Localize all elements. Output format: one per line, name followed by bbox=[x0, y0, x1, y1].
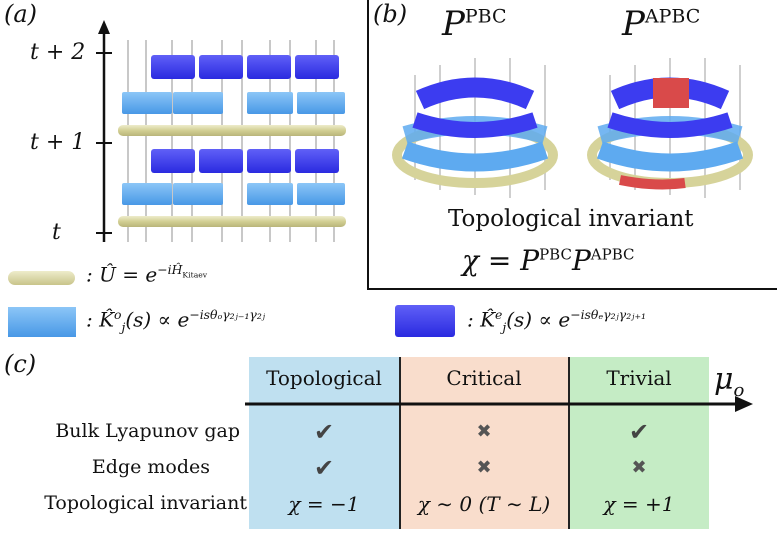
even-gate-row-bottom bbox=[151, 149, 339, 173]
odd-gate-row-top bbox=[122, 92, 345, 114]
kitaev-swatch bbox=[8, 271, 75, 285]
time-label-t-plus-1: t + 1 bbox=[30, 130, 86, 155]
phase-boundary-1 bbox=[399, 357, 401, 529]
time-axis-arrowhead bbox=[98, 20, 110, 34]
p-apbc-title: PAPBC bbox=[622, 4, 701, 44]
invariant-critical: χ ∼ 0 (T ∼ L) bbox=[417, 492, 551, 516]
panel-c-label: (c) bbox=[4, 350, 37, 378]
cross-icon: ✖ bbox=[476, 421, 492, 442]
cross-icon: ✖ bbox=[631, 457, 647, 478]
kitaev-layer-top bbox=[118, 125, 346, 136]
p-pbc-title: PPBC bbox=[442, 4, 507, 44]
check-icon: ✔ bbox=[313, 454, 335, 482]
invariant-title: Topological invariant bbox=[448, 206, 694, 232]
panel-divider-horizontal bbox=[367, 288, 777, 290]
invariant-formula: χ = PPBCPAPBC bbox=[462, 244, 635, 277]
even-gate-swatch bbox=[395, 305, 455, 337]
panel-b-label: (b) bbox=[373, 0, 408, 28]
check-icon: ✔ bbox=[313, 418, 335, 446]
odd-gate-swatch bbox=[8, 307, 76, 337]
kitaev-layer-bottom bbox=[118, 216, 346, 227]
row-label-bulk-gap: Bulk Lyapunov gap bbox=[55, 420, 240, 442]
time-label-t: t bbox=[52, 220, 61, 245]
even-gate-row-top bbox=[151, 55, 339, 79]
check-icon: ✔ bbox=[628, 418, 650, 446]
phase-header-trivial: Trivial bbox=[606, 366, 672, 390]
phase-header-topological: Topological bbox=[266, 366, 382, 390]
mu-axis bbox=[245, 396, 753, 412]
ring-diagrams bbox=[392, 58, 753, 198]
odd-gate-row-bottom bbox=[122, 183, 345, 205]
pbc-ring bbox=[392, 58, 558, 198]
odd-gate-legend-text: : K̂oj(s) ∝ e−isθₒγ₂ⱼ₋₁γ₂ⱼ bbox=[86, 307, 266, 335]
row-label-invariant: Topological invariant bbox=[44, 492, 247, 514]
invariant-trivial: χ = +1 bbox=[603, 492, 675, 516]
phase-column-critical bbox=[400, 357, 568, 529]
phase-boundary-2 bbox=[568, 357, 570, 529]
time-label-t-plus-2: t + 2 bbox=[30, 40, 86, 65]
circuit-diagram bbox=[96, 20, 346, 242]
apbc-ring bbox=[587, 58, 753, 198]
row-label-edge-modes: Edge modes bbox=[91, 456, 210, 478]
phase-column-trivial bbox=[569, 357, 709, 529]
phase-column-topological bbox=[249, 357, 399, 529]
cross-icon: ✖ bbox=[476, 457, 492, 478]
kitaev-legend-text: : Û = e−iĤKitaev bbox=[86, 262, 208, 287]
panel-a-label: (a) bbox=[4, 0, 38, 28]
panel-divider-vertical bbox=[367, 0, 369, 290]
invariant-topological: χ = −1 bbox=[288, 492, 360, 516]
phase-header-critical: Critical bbox=[446, 366, 522, 390]
even-gate-legend-text: : K̂ej(s) ∝ e−isθₑγ₂ⱼγ₂ⱼ₊₁ bbox=[467, 307, 646, 335]
mu-axis-label: μo bbox=[714, 362, 745, 401]
